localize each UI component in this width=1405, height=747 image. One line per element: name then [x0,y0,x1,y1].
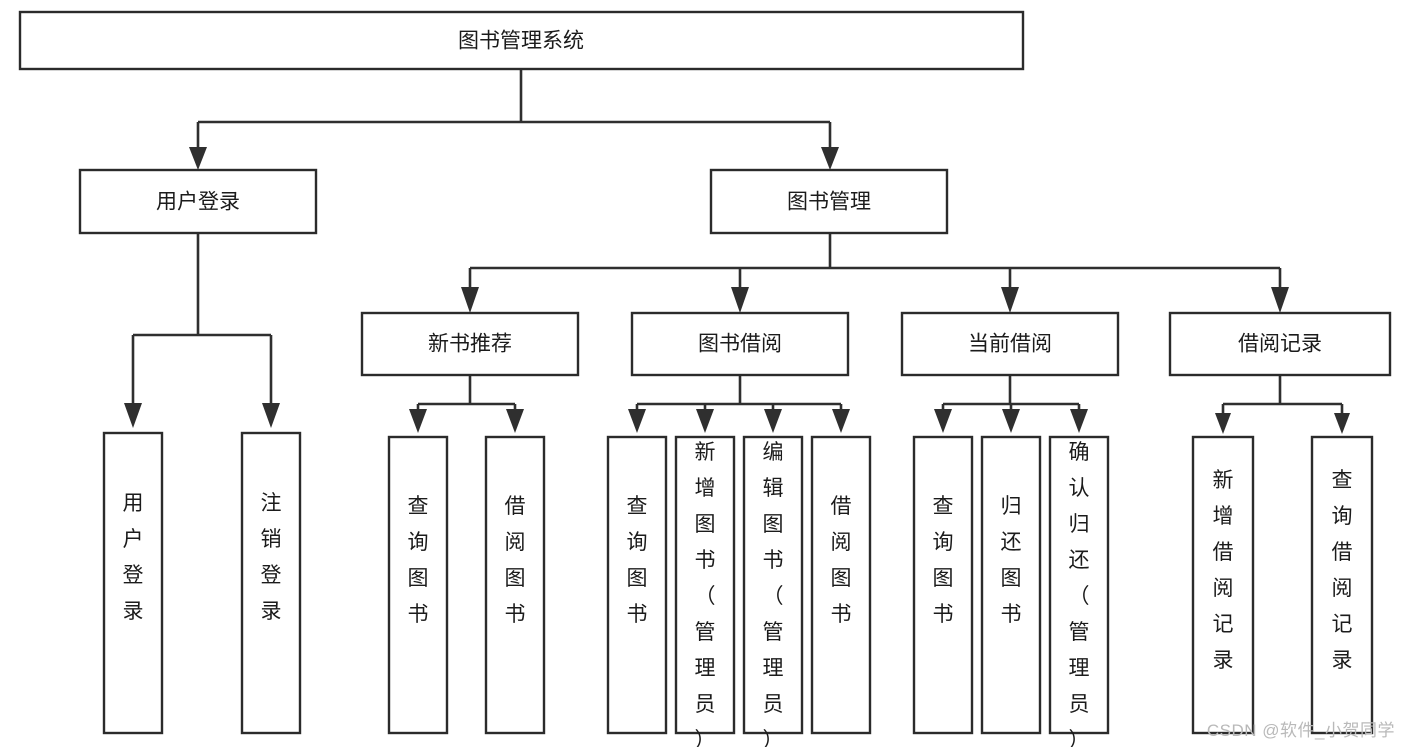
node-user-login-box[interactable] [78,168,318,235]
arrowhead-new-book-recommend [461,287,479,313]
arrowhead-book-manage [821,147,839,170]
node-leaf-query-book-3-box[interactable] [912,435,974,735]
node-leaf-confirm-return-label: 确认归还（管理员） [1069,441,1090,747]
node-book-manage-box[interactable] [709,168,949,235]
node-leaf-query-book-1-box[interactable] [387,435,449,735]
node-current-borrow[interactable]: 当前借阅 [900,311,1120,377]
node-leaf-user-logout[interactable]: 注销登录 [240,431,302,735]
node-leaf-edit-book-box[interactable] [742,435,804,735]
node-leaf-borrow-book-1-box[interactable] [484,435,546,735]
arrowhead-leaf-query-book-2 [628,409,646,433]
node-book-borrow-label: 图书借阅 [698,333,782,356]
node-current-borrow-box[interactable] [900,311,1120,377]
node-leaf-add-book[interactable]: 新增图书（管理员） [674,435,736,747]
node-user-login[interactable]: 用户登录 [78,168,318,235]
node-leaf-add-record-box[interactable] [1191,435,1255,735]
node-leaf-edit-book-label: 编辑图书（管理员） [763,441,784,747]
node-new-book-recommend-label: 新书推荐 [428,333,512,356]
node-leaf-query-book-3[interactable]: 查询图书 [912,435,974,735]
node-leaf-return-book-label: 归还图书 [1001,495,1022,626]
arrowhead-leaf-edit-book [764,409,782,433]
arrowhead-borrow-record [1271,287,1289,313]
node-leaf-user-logout-box[interactable] [240,431,302,735]
arrowhead-leaf-query-record [1334,413,1350,434]
node-leaf-query-book-2-label: 查询图书 [627,495,648,626]
node-borrow-record[interactable]: 借阅记录 [1168,311,1392,377]
arrowhead-current-borrow [1001,287,1019,313]
node-leaf-user-login-label: 用户登录 [123,492,144,623]
node-leaf-add-book-box[interactable] [674,435,736,735]
node-leaf-borrow-book-2-label: 借阅图书 [831,495,852,626]
node-leaf-confirm-return-box[interactable] [1048,435,1110,735]
arrowhead-leaf-user-login [124,403,142,428]
arrowhead-leaf-add-record [1215,413,1231,434]
node-leaf-confirm-return[interactable]: 确认归还（管理员） [1048,435,1110,747]
arrowhead-leaf-return-book [1002,409,1020,433]
arrowhead-leaf-add-book [696,409,714,433]
node-leaf-query-book-1[interactable]: 查询图书 [387,435,449,735]
arrowhead-leaf-query-book-3 [934,409,952,433]
node-leaf-borrow-book-1-label: 借阅图书 [505,495,526,626]
node-user-login-label: 用户登录 [156,191,240,214]
node-borrow-record-box[interactable] [1168,311,1392,377]
arrowhead-leaf-query-book-1 [409,409,427,433]
node-new-book-recommend[interactable]: 新书推荐 [360,311,580,377]
node-leaf-query-book-2-box[interactable] [606,435,668,735]
arrowhead-leaf-user-logout [262,403,280,428]
node-leaf-user-logout-label: 注销登录 [261,492,282,623]
arrowhead-leaf-confirm-return [1070,409,1088,433]
arrowhead-leaf-borrow-book-1 [506,409,524,433]
node-root-label: 图书管理系统 [458,30,584,53]
node-leaf-query-book-3-label: 查询图书 [933,495,954,626]
node-current-borrow-label: 当前借阅 [968,333,1052,356]
arrowhead-user-login [189,147,207,170]
node-leaf-query-book-2[interactable]: 查询图书 [606,435,668,735]
node-leaf-user-login[interactable]: 用户登录 [102,431,164,735]
node-new-book-recommend-box[interactable] [360,311,580,377]
node-leaf-return-book[interactable]: 归还图书 [980,435,1042,735]
node-root-box[interactable] [18,10,1025,71]
connector-layer [124,69,1350,434]
node-leaf-query-record-label: 查询借阅记录 [1332,469,1353,672]
node-leaf-return-book-box[interactable] [980,435,1042,735]
node-leaf-edit-book[interactable]: 编辑图书（管理员） [742,435,804,747]
node-leaf-add-record[interactable]: 新增借阅记录 [1191,435,1255,735]
node-leaf-query-record-box[interactable] [1310,435,1374,735]
arrowhead-leaf-borrow-book-2 [832,409,850,433]
node-book-borrow[interactable]: 图书借阅 [630,311,850,377]
node-leaf-query-record[interactable]: 查询借阅记录 [1310,435,1374,735]
node-leaf-add-record-label: 新增借阅记录 [1213,469,1234,672]
node-leaf-borrow-book-2[interactable]: 借阅图书 [810,435,872,735]
node-leaf-borrow-book-1[interactable]: 借阅图书 [484,435,546,735]
node-book-manage[interactable]: 图书管理 [709,168,949,235]
csdn-watermark: CSDN @软件_小贺同学 [1206,721,1395,740]
node-leaf-add-book-label: 新增图书（管理员） [695,441,716,747]
node-leaf-borrow-book-2-box[interactable] [810,435,872,735]
node-leaf-query-book-1-label: 查询图书 [408,495,429,626]
node-book-borrow-box[interactable] [630,311,850,377]
node-borrow-record-label: 借阅记录 [1238,333,1322,356]
node-book-manage-label: 图书管理 [787,191,871,214]
arrowhead-book-borrow [731,287,749,313]
node-leaf-user-login-box[interactable] [102,431,164,735]
node-root[interactable]: 图书管理系统 [18,10,1025,71]
